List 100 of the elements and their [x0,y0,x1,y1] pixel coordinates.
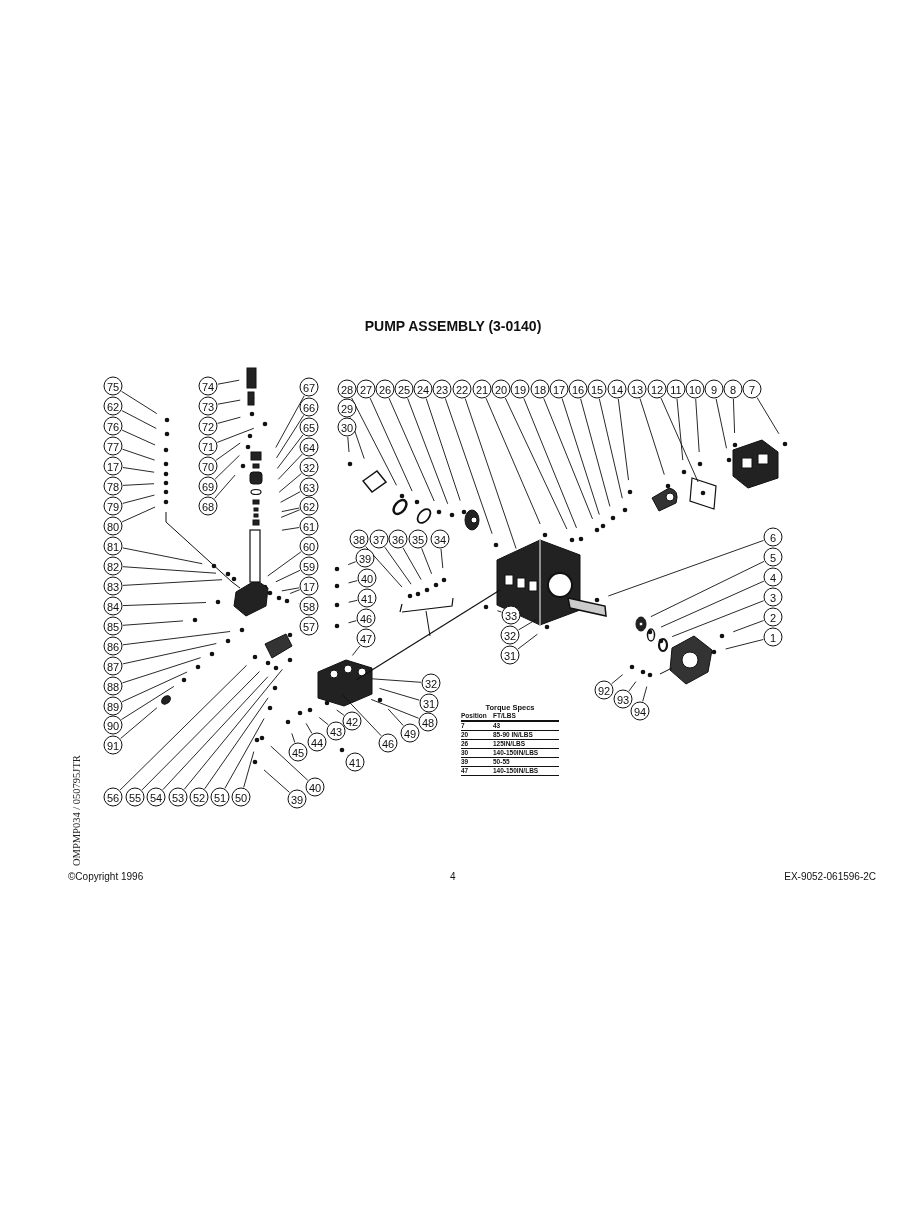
leader-line [267,551,302,577]
callout-number: 1 [763,627,783,647]
leader-line [281,507,300,513]
callout-number: 80 [103,516,123,536]
leader-line [122,620,184,626]
leader-line [276,434,304,469]
leader-line [676,398,684,461]
leader-line [384,546,412,585]
callout-number: 32 [500,625,520,645]
callout-number: 46 [356,608,376,628]
callout-number: 94 [630,701,650,721]
callout-number: 72 [198,416,218,436]
callout-number: 45 [288,742,308,762]
callout-number: 24 [413,379,433,399]
leader-line [121,671,188,703]
callout-number: 75 [103,376,123,396]
leader-line [650,560,765,618]
callout-number: 66 [299,397,319,417]
callout-number: 77 [103,436,123,456]
leader-line [275,569,301,583]
callout-number: 32 [421,673,441,693]
leader-line [464,398,517,550]
callout-number: 89 [103,696,123,716]
leader-line [121,506,156,523]
callout-number: 4 [763,567,783,587]
leader-line [660,397,699,483]
leader-line [121,429,156,446]
leader-line [214,474,236,499]
callout-number: 70 [198,456,218,476]
callout-number: 38 [349,529,369,549]
callout-number: 56 [103,787,123,807]
diagram-title: PUMP ASSEMBLY (3-0140) [363,318,543,334]
leader-line [725,639,764,650]
callout-number: 93 [613,689,633,709]
callout-number: 36 [388,529,408,549]
leader-line [607,539,765,597]
leader-line [611,674,624,685]
callout-number: 42 [342,711,362,731]
leader-line [732,620,765,633]
leader-line [122,547,203,565]
callout-number: 65 [299,417,319,437]
document-number: EX-9052-061596-2C [784,871,876,882]
leader-line [671,600,765,638]
leader-line [370,698,420,719]
callout-number: 85 [103,616,123,636]
callout-number: 59 [299,556,319,576]
callout-number: 74 [198,376,218,396]
leader-line [263,769,290,793]
callout-number: 32 [299,457,319,477]
callout-number: 68 [198,496,218,516]
callout-number: 21 [472,379,492,399]
callout-number: 26 [375,379,395,399]
leader-line [122,448,156,461]
callout-number: 52 [189,787,209,807]
callout-number: 30 [337,417,357,437]
leader-line [141,671,260,791]
callout-number: 18 [530,379,550,399]
leader-line [440,548,444,569]
callout-number: 7 [742,379,762,399]
callout-number: 53 [168,787,188,807]
leader-line [122,566,217,574]
leader-line [660,580,765,628]
callout-number: 49 [400,723,420,743]
leader-line [122,643,217,665]
callout-number: 46 [378,733,398,753]
leader-line [543,397,593,520]
callout-number: 61 [299,516,319,536]
callout-number: 44 [307,732,327,752]
callout-number: 63 [299,477,319,497]
callout-number: 12 [647,379,667,399]
leader-line [407,397,449,505]
leader-line [122,494,155,504]
leader-line [270,745,309,781]
leader-line [183,668,283,790]
leader-line [348,580,358,584]
callout-number: 47 [356,628,376,648]
leader-line [281,527,300,531]
callout-number: 19 [510,379,530,399]
leader-line [277,453,303,480]
leader-line [162,676,269,791]
leader-line [120,707,158,739]
callout-number: 17 [299,576,319,596]
callout-number: 20 [491,379,511,399]
leader-line [121,390,158,415]
leader-line [715,398,727,449]
callout-number: 31 [500,645,520,665]
leader-line [695,398,700,453]
callout-number: 40 [357,568,377,588]
leader-line [351,645,361,656]
leader-line [122,579,223,586]
callout-number: 35 [408,529,428,549]
callout-number: 31 [419,693,439,713]
callout-number: 15 [587,379,607,399]
callout-number: 43 [326,721,346,741]
leader-line [517,633,538,650]
callout-number: 62 [299,496,319,516]
leader-line [421,547,433,575]
callout-number: 84 [103,596,123,616]
document-code: OMPMP034 / 050795JTR [71,755,82,866]
leader-line [561,398,600,516]
